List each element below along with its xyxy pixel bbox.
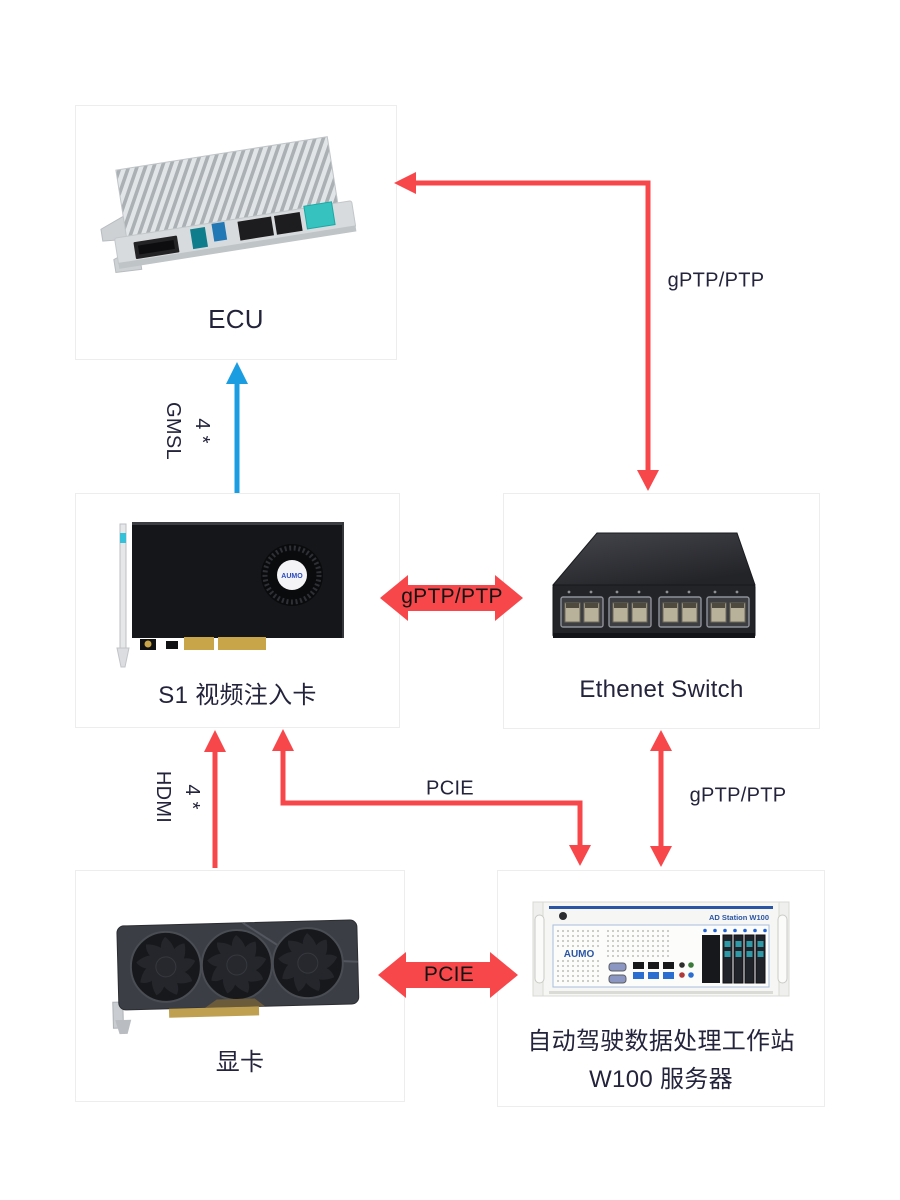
gpu-box: 显卡 — [75, 870, 405, 1102]
ecu-device — [100, 136, 357, 274]
arrowhead-up-switch-bottom — [650, 730, 672, 751]
w100-device: AD Station W100 AUMO — [532, 901, 790, 997]
gptp-switch-to-ecu-arrow — [394, 172, 659, 491]
gpu-fan-2 — [200, 928, 273, 1001]
arrowhead-into-w100-top — [569, 845, 591, 866]
s1-card-bottom-edge — [140, 637, 266, 650]
gptp-s1-switch-label: gPTP/PTP — [401, 585, 503, 608]
switch-device — [551, 532, 756, 638]
hdmi-rotated-label: 4 * HDMI — [148, 771, 206, 823]
gptp-ecu-switch-label: gPTP/PTP — [667, 269, 765, 292]
hdmi-bus-label: HDMI — [152, 770, 174, 824]
pcie-gpu-w100-label: PCIE — [423, 963, 475, 986]
s1-card-image: AUMO — [116, 522, 344, 668]
gpu-fan-3 — [271, 927, 344, 1000]
pcie-s1-w100-label: PCIE — [426, 777, 474, 800]
switch-label: Ethenet Switch — [579, 676, 744, 703]
ecu-connectors — [133, 201, 336, 259]
gmsl-count-label: 4 * — [191, 418, 213, 444]
gptp-switch-w100-label: gPTP/PTP — [689, 784, 787, 807]
ecu-label: ECU — [208, 304, 264, 334]
gpu-device — [112, 919, 360, 1035]
s1-card-device: AUMO — [116, 522, 344, 668]
ecu-box: ECU — [75, 105, 397, 360]
arrowhead-into-switch-top — [637, 470, 659, 491]
gmsl-rotated-label: 4 * GMSL — [158, 402, 216, 460]
s1-card-label: S1 视频注入卡 — [158, 682, 317, 709]
hdmi-gpu-to-s1-arrow — [204, 730, 226, 868]
gptp-switch-w100-double-arrow — [650, 730, 672, 867]
ethernet-switch-box: Ethenet Switch — [503, 493, 820, 729]
arrowhead-down-w100-top — [650, 846, 672, 867]
gpu-fan-1 — [129, 930, 202, 1003]
arrowhead-into-s1-bottom — [272, 729, 294, 751]
s1-fan-logo-text: AUMO — [281, 573, 303, 580]
switch-ports — [560, 590, 750, 628]
w100-card-slots — [702, 928, 767, 984]
w100-label-line2: W100 服务器 — [589, 1066, 733, 1093]
switch-image — [551, 532, 756, 638]
w100-io-ports — [608, 962, 694, 984]
ecu-image — [100, 136, 357, 274]
w100-label-line1: 自动驾驶数据处理工作站 — [527, 1028, 795, 1055]
gpu-label: 显卡 — [215, 1049, 265, 1076]
w100-image: AD Station W100 AUMO — [532, 901, 790, 997]
arrowhead-into-ecu-bottom — [226, 362, 248, 384]
arrowhead-into-ecu — [394, 172, 416, 194]
gmsl-s1-to-ecu-arrow — [226, 362, 248, 493]
w100-front-title: AD Station W100 — [709, 913, 769, 922]
gptp-switch-to-ecu-line — [414, 180, 651, 471]
gpu-image — [112, 919, 360, 1035]
w100-front-logo: AUMO — [564, 949, 595, 960]
s1-card-box: AUMO S1 视频注入卡 — [75, 493, 400, 728]
arrowhead-hdmi-into-s1 — [204, 730, 226, 752]
w100-box: AD Station W100 AUMO — [497, 870, 825, 1107]
hdmi-count-label: 4 * — [181, 784, 203, 810]
gmsl-bus-label: GMSL — [162, 402, 184, 460]
